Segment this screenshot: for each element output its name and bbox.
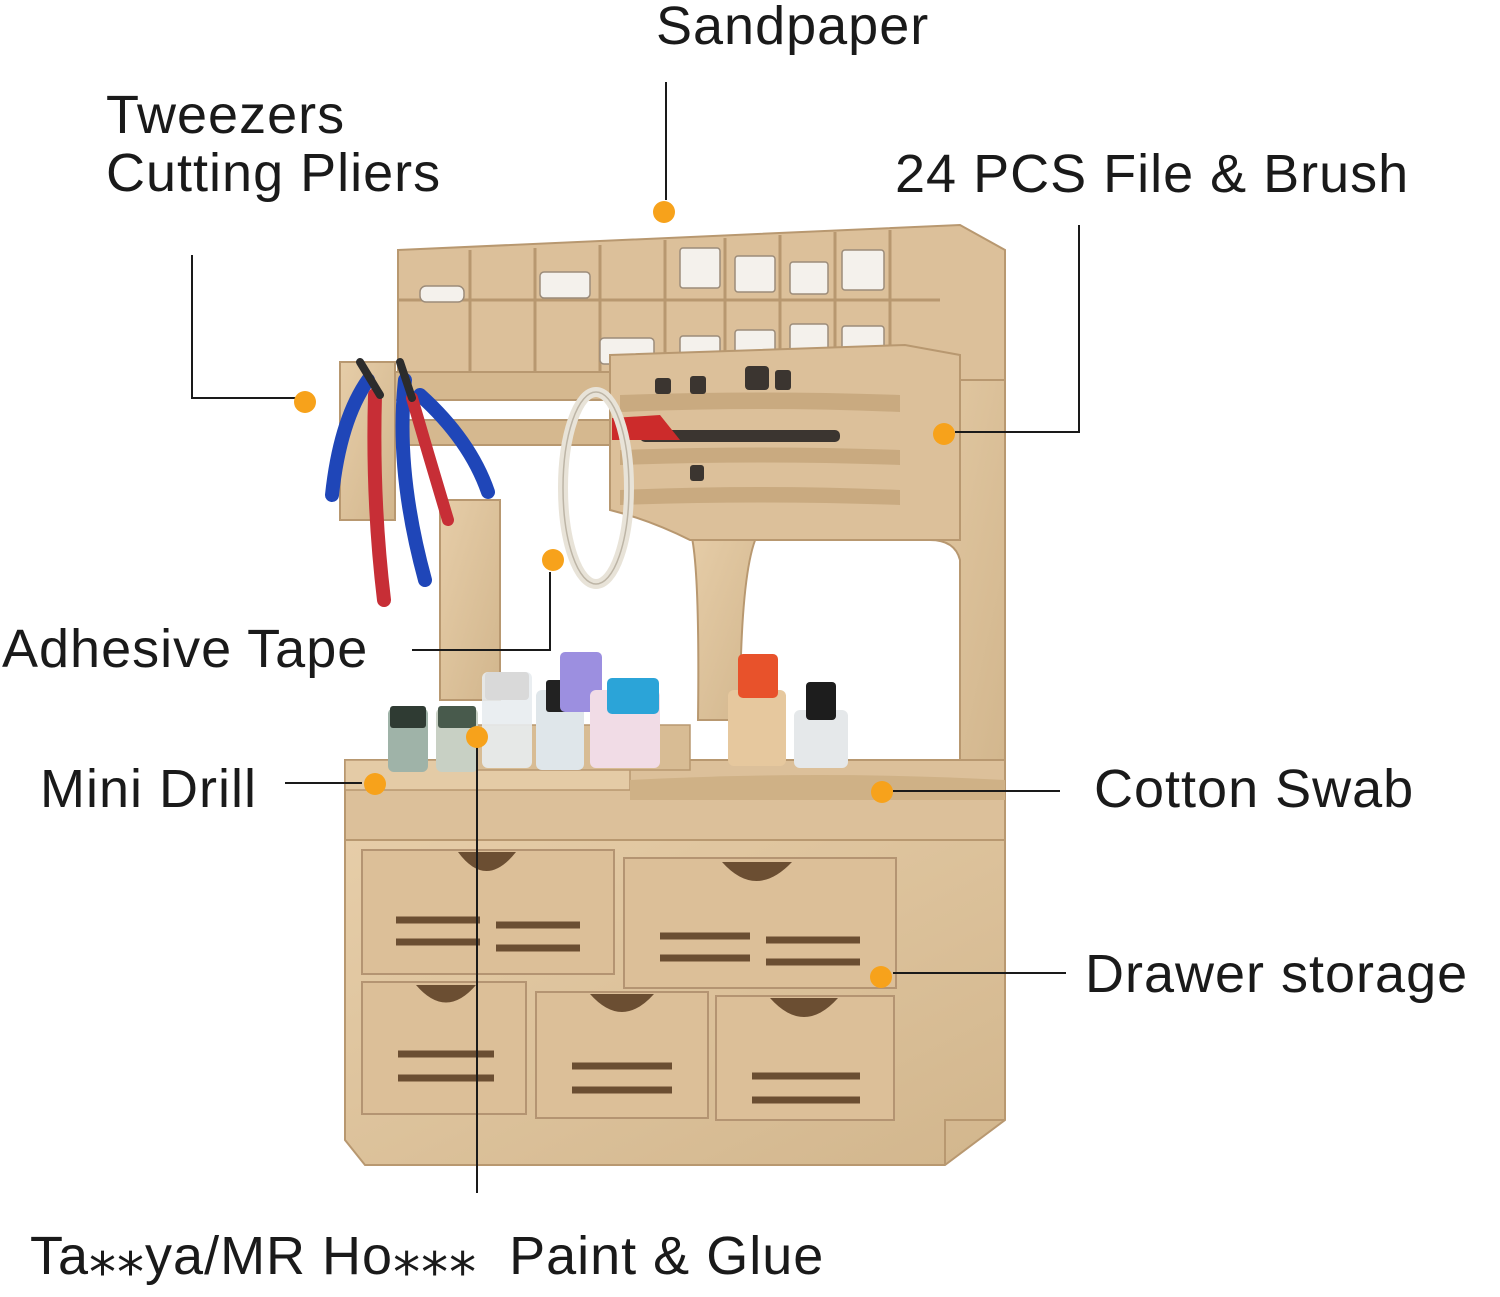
marker-adhesive-tape — [542, 549, 564, 571]
label-sandpaper: Sandpaper — [656, 0, 930, 56]
leader-lines — [191, 82, 1080, 1193]
leader-file-brush — [955, 225, 1080, 433]
top-rack — [397, 223, 1006, 381]
marker-mini-drill — [364, 773, 386, 795]
markers — [294, 201, 955, 988]
label-tweezers: Tweezers — [106, 85, 346, 145]
drawer-cabinet — [344, 839, 1006, 1166]
label-drawer-storage: Drawer storage — [1085, 944, 1469, 1004]
marker-cotton-swab — [871, 781, 893, 803]
label-mini-drill: Mini Drill — [40, 759, 257, 819]
label-tweezers-group: Tweezers Cutting Pliers — [106, 86, 441, 202]
file-brush-rack — [609, 343, 961, 541]
bottles — [388, 652, 848, 772]
leader-tweezers — [191, 255, 296, 399]
leader-adhesive-tape — [412, 572, 551, 651]
marker-file-brush — [933, 423, 955, 445]
pliers — [325, 358, 495, 607]
label-file-brush: 24 PCS File & Brush — [895, 144, 1410, 204]
marker-sandpaper — [653, 201, 675, 223]
marker-drawer-storage — [870, 966, 892, 988]
marker-paint-glue — [466, 726, 488, 748]
marker-tweezers — [294, 391, 316, 413]
label-cotton-swab: Cotton Swab — [1094, 759, 1415, 819]
label-cutting-pliers: Cutting Pliers — [106, 143, 442, 203]
label-paint-glue: Ta⁎⁎ya/MR Ho⁎⁎⁎ Paint & Glue — [30, 1226, 825, 1286]
label-adhesive-tape: Adhesive Tape — [2, 619, 369, 679]
